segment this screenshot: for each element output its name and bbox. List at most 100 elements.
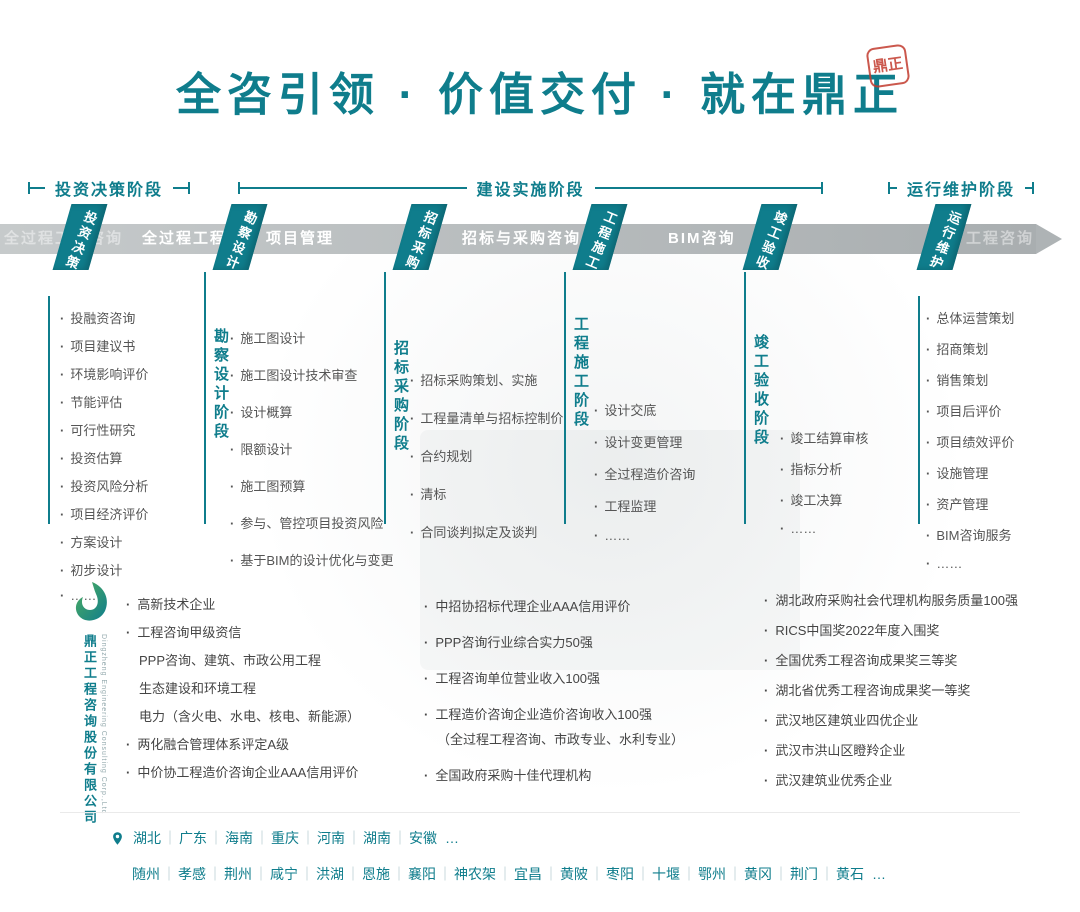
band-faded-right-label: 工程咨询 xyxy=(966,230,1035,247)
phase-header-investment: 投资决策阶段 xyxy=(28,176,191,200)
list-item: 资产管理 xyxy=(926,494,1014,513)
list-item: 施工图设计技术审查 xyxy=(230,365,393,384)
stage-list-operation: 总体运营策划招商策划销售策划项目后评价项目绩效评价设施管理资产管理BIM咨询服务… xyxy=(926,308,1014,583)
province-list: 湖北广东海南重庆河南湖南安徽 xyxy=(133,828,437,848)
list-item: 指标分析 xyxy=(780,459,868,478)
list-item: 初步设计 xyxy=(60,560,148,579)
company-name-cn: 鼎正工程咨询股份有限公司 xyxy=(82,634,97,826)
honor-item: 全国优秀工程咨询成果奖三等奖 xyxy=(764,650,1018,669)
stage-list-construction: 设计交底设计变更管理全过程造价咨询工程监理…… xyxy=(594,400,695,556)
list-item: 项目经济评价 xyxy=(60,504,148,523)
city-name: 黄冈 xyxy=(726,866,772,882)
provinces-ellipsis: … xyxy=(445,830,461,846)
city-name: 枣阳 xyxy=(588,866,634,882)
list-item: 总体运营策划 xyxy=(926,308,1014,327)
stage-ribbon: 工程施工 xyxy=(572,204,628,273)
city-name: 恩施 xyxy=(344,866,390,882)
phase-label: 投资决策阶段 xyxy=(55,182,164,199)
list-item: 设计概算 xyxy=(230,402,393,421)
city-name: 孝感 xyxy=(160,866,206,882)
list-item: 招标采购策划、实施 xyxy=(410,370,563,389)
honor-item: 全国政府采购十佳代理机构 xyxy=(424,765,684,784)
honor-sub-item: （全过程工程咨询、市政专业、水利专业） xyxy=(437,732,685,747)
phase-header-operation: 运行维护阶段 xyxy=(888,176,1035,200)
stage-ribbon: 运行维护 xyxy=(916,204,972,273)
list-item: 施工图设计 xyxy=(230,328,393,347)
honor-item: 工程造价咨询企业造价咨询收入100强 xyxy=(424,704,684,723)
bracket-tick xyxy=(28,182,30,194)
city-name: 宜昌 xyxy=(496,866,542,882)
list-item: 节能评估 xyxy=(60,392,148,411)
stage-ribbon: 勘察设计 xyxy=(212,204,268,273)
column-line-investment xyxy=(48,296,50,524)
list-item: 清标 xyxy=(410,484,563,503)
list-item: 投资风险分析 xyxy=(60,476,148,495)
bracket-line xyxy=(594,187,822,189)
province-name: 重庆 xyxy=(253,830,299,846)
stage-header-procurement: 招标采购阶段 xyxy=(392,340,409,454)
band-label-bidding-procurement: 招标与采购咨询 xyxy=(462,230,582,247)
phase-label: 运行维护阶段 xyxy=(907,182,1016,199)
honor-item: RICS中国奖2022年度入围奖 xyxy=(764,620,1018,639)
stage-header-survey-design: 勘察设计阶段 xyxy=(212,328,229,442)
bracket-tick xyxy=(821,182,824,194)
city-list: 随州孝感荆州咸宁洪湖恩施襄阳神农架宜昌黄陂枣阳十堰鄂州黄冈荆门黄石 xyxy=(132,864,864,884)
list-item: 竣工决算 xyxy=(780,490,868,509)
column-line-procurement xyxy=(384,272,386,524)
honor-item: 武汉市洪山区瞪羚企业 xyxy=(764,740,1018,759)
honors-column-left: 高新技术企业 工程咨询甲级资信 PPP咨询、建筑、市政公用工程 生态建设和环境工… xyxy=(126,594,360,790)
seal-text: 鼎正 xyxy=(871,54,904,77)
province-name: 湖北 xyxy=(133,830,161,846)
bracket-line xyxy=(890,187,897,189)
stage-list-survey-design: 施工图设计施工图设计技术审查设计概算限额设计施工图预算参与、管控项目投资风险基于… xyxy=(230,328,393,587)
list-item: 工程量清单与招标控制价 xyxy=(410,408,563,427)
stage-list-procurement: 招标采购策划、实施工程量清单与招标控制价合约规划清标合同谈判拟定及谈判 xyxy=(410,370,563,560)
column-line-completion xyxy=(744,272,746,524)
honor-item: 两化融合管理体系评定A级 xyxy=(126,734,360,753)
honor-item: 武汉建筑业优秀企业 xyxy=(764,770,1018,789)
list-item: 施工图预算 xyxy=(230,476,393,495)
city-name: 咸宁 xyxy=(252,866,298,882)
province-name: 安徽 xyxy=(391,830,437,846)
stage-list-investment: 投融资咨询项目建议书环境影响评价节能评估可行性研究投资估算投资风险分析项目经济评… xyxy=(60,308,148,612)
list-item: …… xyxy=(926,556,1014,571)
column-line-construction xyxy=(564,272,566,524)
column-line-survey-design xyxy=(204,272,206,524)
list-item: 招商策划 xyxy=(926,339,1014,358)
city-name: 鄂州 xyxy=(680,866,726,882)
list-item: 项目建议书 xyxy=(60,336,148,355)
city-name: 黄陂 xyxy=(542,866,588,882)
list-item: 全过程造价咨询 xyxy=(594,464,695,483)
honor-item: 湖北政府采购社会代理机构服务质量100强 xyxy=(764,590,1018,609)
province-name: 河南 xyxy=(299,830,345,846)
locations-provinces-row: 湖北广东海南重庆河南湖南安徽 … xyxy=(110,828,461,848)
bracket-line xyxy=(173,187,189,189)
honor-item: 中价协工程造价咨询企业AAA信用评价 xyxy=(126,762,360,781)
list-item: 竣工结算审核 xyxy=(780,428,868,447)
list-item: 设计变更管理 xyxy=(594,432,695,451)
bracket-tick xyxy=(888,182,890,194)
honor-item: 中招协招标代理企业AAA信用评价 xyxy=(424,596,684,615)
list-item: 设计交底 xyxy=(594,400,695,419)
list-item: BIM咨询服务 xyxy=(926,525,1014,544)
city-name: 十堰 xyxy=(634,866,680,882)
bracket-line xyxy=(30,187,45,189)
honor-item: 湖北省优秀工程咨询成果奖一等奖 xyxy=(764,680,1018,699)
stage-list-completion: 竣工结算审核指标分析竣工决算…… xyxy=(780,428,868,548)
city-name: 洪湖 xyxy=(298,866,344,882)
province-name: 广东 xyxy=(161,830,207,846)
section-divider xyxy=(60,812,1020,813)
company-seal-icon: 鼎正 xyxy=(865,43,911,89)
bracket-tick xyxy=(188,182,191,194)
cities-ellipsis: … xyxy=(872,866,888,882)
list-item: 方案设计 xyxy=(60,532,148,551)
stage-ribbon: 投资决策 xyxy=(52,204,108,273)
list-item: 工程监理 xyxy=(594,496,695,515)
bracket-line xyxy=(240,187,467,189)
company-name-en: Dingzheng Engineering Consulting Corp.,L… xyxy=(100,634,107,815)
list-item: 合同谈判拟定及谈判 xyxy=(410,522,563,541)
stage-ribbon: 招标采购 xyxy=(392,204,448,273)
list-item: 投融资咨询 xyxy=(60,308,148,327)
province-name: 湖南 xyxy=(345,830,391,846)
locations-cities-row: 随州孝感荆州咸宁洪湖恩施襄阳神农架宜昌黄陂枣阳十堰鄂州黄冈荆门黄石 … xyxy=(132,864,888,884)
